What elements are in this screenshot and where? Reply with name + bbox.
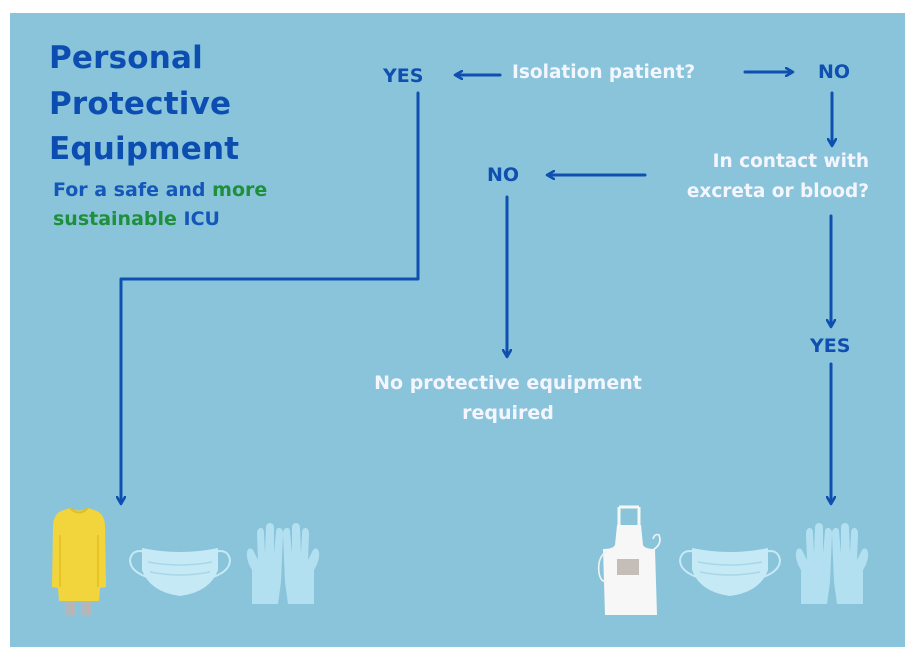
no-contact-label: NO xyxy=(487,164,520,186)
subtitle-highlight-more: more xyxy=(212,179,268,201)
no-equipment-line-1: No protective equipment xyxy=(374,372,642,394)
subtitle-highlight-sustainable: sustainable xyxy=(53,208,177,230)
mask-icon xyxy=(128,548,232,596)
gown-icon xyxy=(52,507,106,616)
subtitle-line-1: For a safe and more xyxy=(53,181,267,200)
gloves-icon xyxy=(795,523,869,604)
arrow-yes-to-ppe-left xyxy=(121,91,420,503)
gloves-icon xyxy=(246,523,320,604)
no-equipment-line-2: required xyxy=(462,402,554,424)
title-line-1: Personal xyxy=(49,40,203,76)
no-isolation-label: NO xyxy=(818,61,851,83)
question-contact-line-1: In contact with xyxy=(712,151,869,172)
mask-icon xyxy=(678,548,782,596)
question-isolation-patient: Isolation patient? xyxy=(512,62,696,83)
title-line-2: Protective xyxy=(49,86,232,122)
infographic-background xyxy=(10,13,905,647)
yes-isolation-label: YES xyxy=(383,65,424,87)
yes-contact-label: YES xyxy=(810,335,851,357)
question-contact-line-2: excreta or blood? xyxy=(686,181,869,202)
subtitle-line-2: sustainable ICU xyxy=(53,210,220,229)
title-line-3: Equipment xyxy=(49,131,240,167)
apron-icon xyxy=(597,505,661,615)
subtitle-text-icu: ICU xyxy=(176,208,220,230)
subtitle-text-a: For a safe and xyxy=(53,179,213,201)
